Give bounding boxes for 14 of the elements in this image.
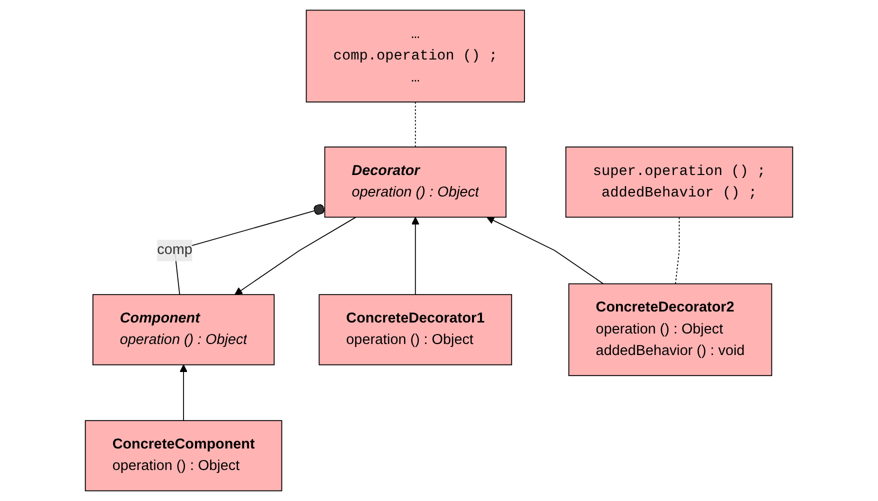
connector bbox=[675, 216, 680, 284]
node-box: Decorator operation () : Object bbox=[324, 146, 506, 218]
arrow bbox=[180, 364, 188, 422]
arrow bbox=[411, 216, 420, 296]
node-box: super.operation () ; addedBehavior () ; bbox=[565, 146, 794, 218]
node-box: Component operation () : Object bbox=[92, 294, 275, 366]
node-box: ConcreteDecorator1 operation () : Object bbox=[318, 294, 512, 366]
node-box: ConcreteDecorator2 operation () : Object addedBehavior () : void bbox=[568, 283, 772, 376]
arrow bbox=[234, 216, 356, 295]
node-box: ConcreteComponent operation () : Object bbox=[84, 420, 282, 492]
edge-label: comp bbox=[157, 242, 192, 258]
arrow bbox=[486, 216, 604, 284]
connector bbox=[414, 102, 416, 148]
node-box: … comp.operation () ; … bbox=[306, 10, 525, 102]
